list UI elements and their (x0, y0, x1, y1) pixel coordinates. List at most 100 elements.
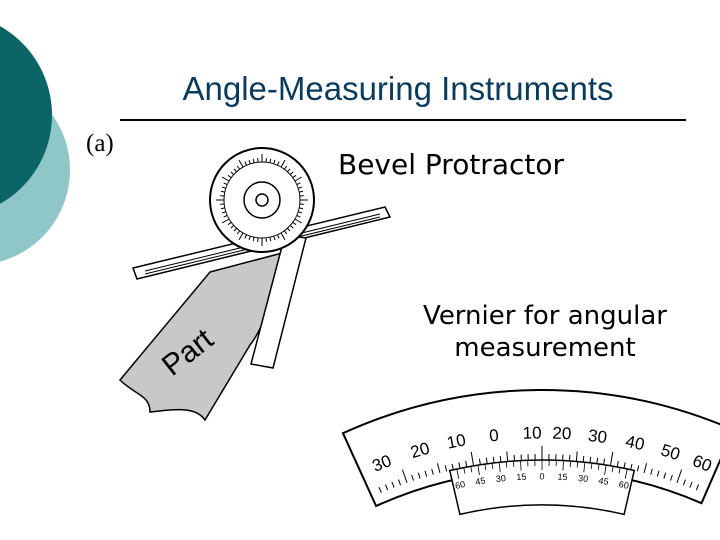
vernier-scale-label: 30 (578, 473, 589, 484)
dial-tick (252, 158, 255, 163)
vernier-tick (576, 461, 579, 468)
dial-tick (223, 182, 228, 186)
main-scale-tick (650, 468, 653, 475)
vernier-tick (498, 462, 501, 473)
main-scale-tick (470, 451, 475, 466)
dial-tick (233, 227, 237, 232)
dial-tick (269, 237, 272, 242)
vernier-tick (583, 462, 586, 473)
dial-tick (248, 235, 251, 241)
main-scale-tick (436, 463, 441, 474)
dial-tick (233, 168, 237, 173)
main-scale-tick (636, 465, 640, 472)
vernier-scale-label: 15 (516, 472, 527, 483)
dial-tick (283, 230, 288, 235)
vernier-tick (484, 463, 487, 470)
dial-tick (220, 207, 225, 210)
dial-tick (283, 165, 288, 170)
vernier-scale-label: 45 (598, 475, 609, 486)
main-scale-tick (575, 451, 578, 462)
dial-tick (230, 225, 235, 229)
main-scale-tick (391, 481, 395, 488)
dial-tick (221, 186, 227, 189)
dial-tick (252, 237, 255, 242)
main-scale-tick (492, 456, 495, 463)
dial-tick (299, 190, 304, 193)
dial-tick (236, 230, 241, 235)
vernier-scale-label: 0 (539, 471, 544, 481)
vernier-caption-line1: Vernier for angular (423, 301, 667, 331)
vernier-plate (448, 459, 636, 516)
main-scale-tick (663, 472, 667, 479)
main-scale-tick (589, 456, 592, 463)
main-scale-tick (676, 469, 683, 484)
dial-tick (292, 221, 297, 226)
vernier-scale-label: 60 (454, 479, 466, 491)
protractor-dial (209, 147, 315, 253)
main-scale-label: 0 (488, 426, 499, 446)
bevel-protractor-caption: Bevel Protractor (338, 148, 564, 181)
main-scale-tick (485, 457, 488, 464)
dial-tick (280, 232, 286, 241)
main-scale-tick (465, 460, 468, 468)
dial-tick (287, 227, 291, 232)
dial-tick (236, 165, 241, 170)
title-underline (120, 119, 686, 121)
dial-tick (220, 190, 225, 193)
vernier-caption: Vernier for angular measurement (395, 300, 695, 364)
main-scale-tick (616, 460, 619, 468)
vernier-scale-label: 45 (475, 475, 486, 486)
vernier-tick (604, 464, 607, 475)
main-scale-ticks (378, 446, 699, 493)
main-scale-tick (506, 451, 509, 462)
main-scale-tick (431, 468, 434, 475)
vernier-scale-label: 30 (495, 473, 506, 484)
main-scale-tick (682, 479, 686, 486)
dial-tick (297, 186, 303, 189)
dial-tick (248, 159, 251, 165)
dial-tick (230, 171, 235, 175)
vernier-tick (624, 468, 628, 479)
main-scale-tick (424, 470, 428, 477)
dial-tick (269, 158, 272, 163)
dial-pivot (255, 193, 269, 207)
main-scale-tick (609, 451, 614, 466)
main-scale-tick (417, 472, 421, 479)
dial-tick (221, 176, 230, 182)
main-scale-tick (451, 463, 454, 470)
dial-tick (276, 234, 280, 239)
main-scale-label: 30 (587, 426, 608, 447)
figure-label: (a) (86, 130, 114, 157)
main-scale-tick (656, 470, 660, 477)
dial-tick (223, 214, 228, 218)
dial-tick (221, 218, 230, 224)
main-scale-label: 10 (445, 430, 467, 452)
dial-tick (287, 168, 291, 173)
main-scale-tick (596, 457, 599, 464)
main-scale-tick (398, 479, 402, 486)
dial-tick (289, 225, 294, 229)
vernier-tick (618, 467, 621, 474)
main-scale-tick (478, 458, 481, 465)
vernier-scale-ticks (456, 460, 628, 479)
dial-tick (273, 159, 276, 165)
dial-tick (294, 176, 303, 182)
main-scale-tick (458, 462, 461, 469)
dial-tick (296, 214, 301, 218)
dial-tick (294, 218, 303, 224)
vernier-tick (470, 466, 473, 473)
main-scale-tick (603, 458, 606, 465)
dial-tick (297, 211, 303, 214)
slide-title: Angle-Measuring Instruments (182, 70, 614, 107)
main-scale-label: 10 (522, 423, 541, 442)
main-scale-label: 20 (552, 424, 572, 444)
dial-tick (280, 159, 286, 168)
dial-tick (238, 232, 244, 241)
main-scale-tick (643, 463, 648, 474)
vernier-tick (463, 467, 466, 474)
main-scale-label: 50 (659, 440, 683, 464)
vernier-tick (562, 460, 564, 471)
dark-circle (0, 26, 52, 204)
